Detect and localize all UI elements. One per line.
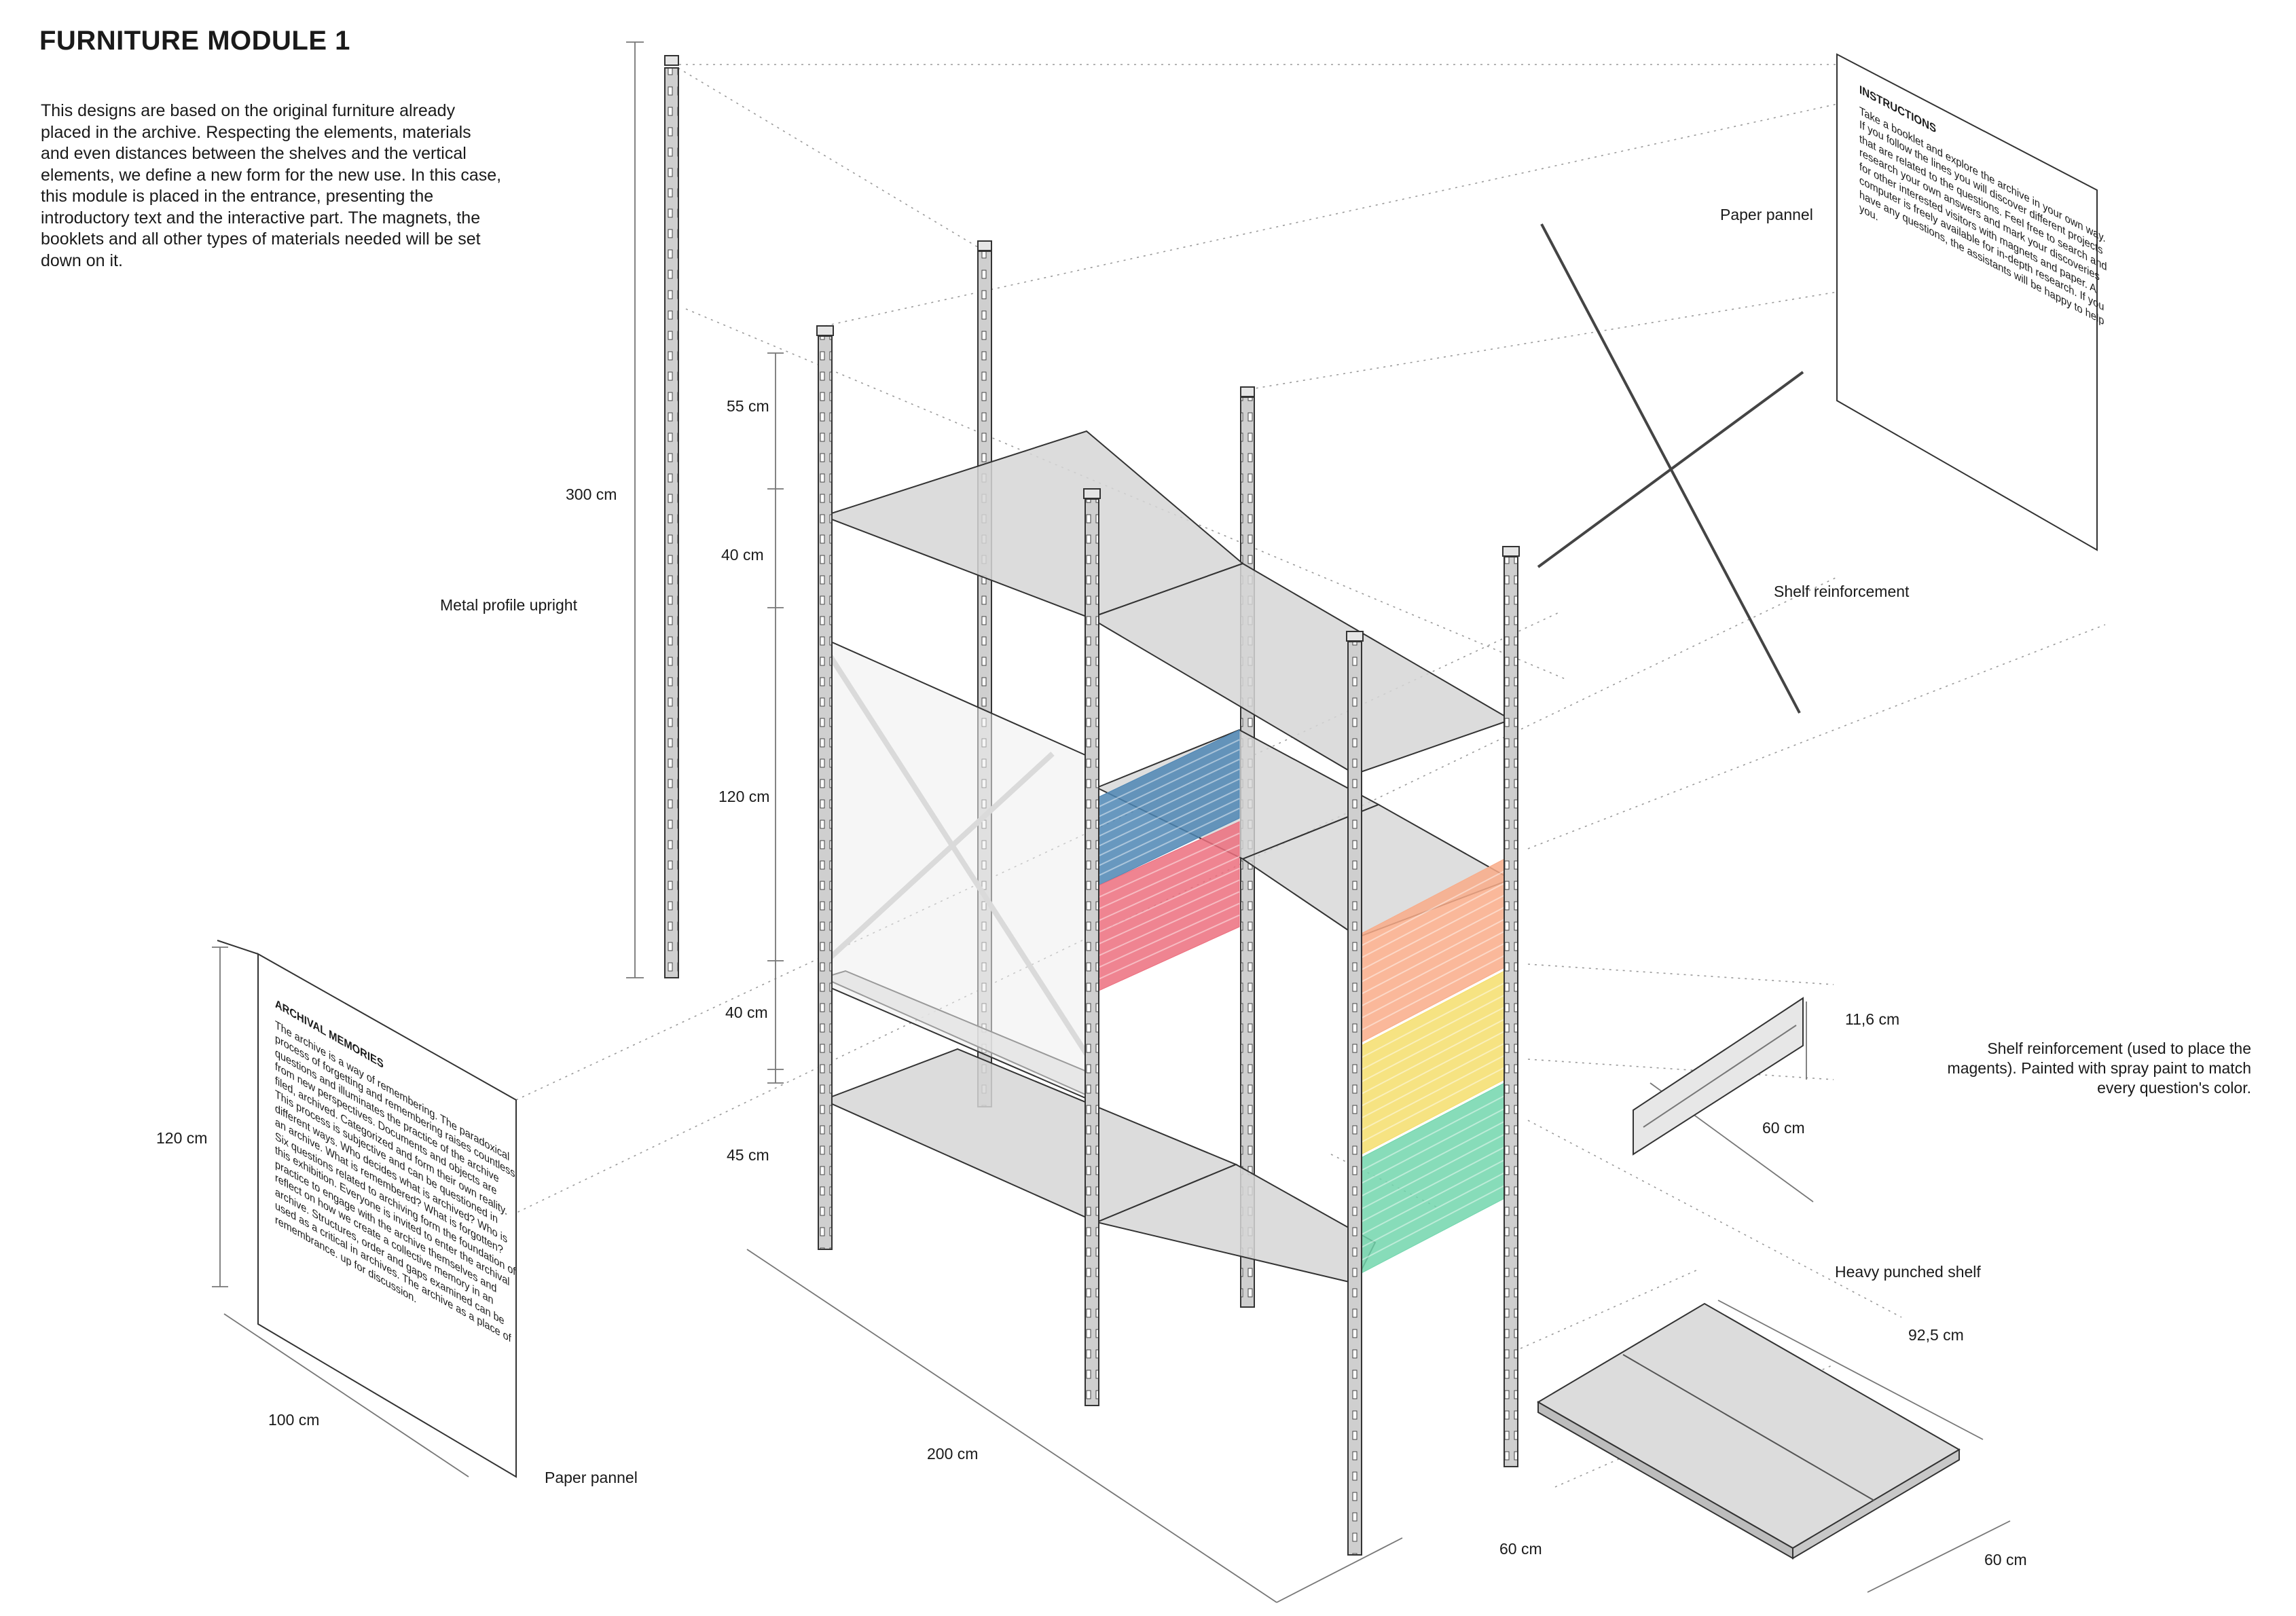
metal-profile-upright-detached	[664, 55, 679, 978]
orange-reinforcement-block-slat	[1354, 939, 1512, 1023]
blue-reinforcement-block-slat	[1089, 798, 1240, 871]
orange-reinforcement-block-slat	[1354, 891, 1512, 974]
dim-reinforcement-60cm: 60 cm	[1762, 1119, 1805, 1137]
green-reinforcement-block-slat	[1354, 1169, 1512, 1252]
page-title: FURNITURE MODULE 1	[39, 26, 350, 56]
dim-200cm: 200 cm	[927, 1445, 979, 1463]
green-reinforcement-block-slat	[1354, 1181, 1512, 1264]
blue-reinforcement-block-slat	[1089, 788, 1240, 861]
pink-reinforcement-block-slat	[1089, 832, 1240, 902]
orange-reinforcement-block-slat	[1354, 866, 1512, 950]
pink-reinforcement-block-slat	[1089, 891, 1240, 961]
label-paper-pannel-top: Paper pannel	[1720, 206, 1813, 223]
pink-reinforcement-block-slat	[1089, 844, 1240, 914]
yellow-reinforcement-block-slat	[1354, 1015, 1512, 1098]
archival-memories-box	[217, 940, 517, 1478]
pink-reinforcement-block-slat	[1089, 856, 1240, 925]
shelf-reinforcement-detail	[1633, 997, 1804, 1156]
shelving-frame	[816, 240, 1520, 1556]
dim-45cm: 45 cm	[727, 1146, 769, 1164]
dim-55cm: 55 cm	[727, 397, 769, 415]
pink-reinforcement-block-slat	[1089, 879, 1240, 949]
yellow-reinforcement-block-slat	[1354, 978, 1512, 1062]
dim-shelf-60cm: 60 cm	[1984, 1551, 2027, 1568]
dim-40cm-lower: 40 cm	[725, 1004, 768, 1021]
yellow-reinforcement-block-slat	[1354, 1063, 1512, 1147]
upright-front-right	[1347, 641, 1362, 1556]
green-reinforcement-block-slat	[1354, 1104, 1512, 1188]
label-heavy-punched-shelf: Heavy punched shelf	[1835, 1263, 1981, 1281]
yellow-reinforcement-block-slat	[1354, 1039, 1512, 1122]
yellow-reinforcement-block-slat	[1354, 991, 1512, 1074]
green-reinforcement-block-slat	[1354, 1143, 1512, 1226]
dim-panel-100cm: 100 cm	[268, 1411, 320, 1429]
pink-reinforcement-block-slat	[1089, 867, 1240, 937]
orange-reinforcement-block-slat	[1354, 927, 1512, 1010]
label-shelf-reinforcement-desc: Shelf reinforcement (used to place the m…	[1947, 1040, 2251, 1097]
label-metal-profile-upright: Metal profile upright	[440, 596, 577, 614]
blue-reinforcement-block-slat	[1089, 739, 1240, 812]
dim-panel-120cm: 120 cm	[156, 1129, 208, 1147]
upright-front-middle	[1085, 498, 1099, 1406]
heavy-punched-shelf	[1537, 1302, 1961, 1560]
blue-reinforcement-block-slat	[1089, 758, 1240, 832]
orange-reinforcement-block-slat	[1354, 915, 1512, 998]
intro-paragraph: This designs are based on the original f…	[41, 101, 502, 270]
yellow-reinforcement-block-slat	[1354, 1051, 1512, 1135]
label-shelf-reinforcement-top: Shelf reinforcement	[1774, 583, 1910, 600]
upright-rear-right	[1504, 556, 1518, 1467]
yellow-reinforcement-block-slat	[1354, 1003, 1512, 1086]
dim-reinforcement-11-6cm: 11,6 cm	[1845, 1010, 1900, 1028]
orange-reinforcement-block-slat	[1354, 903, 1512, 986]
green-reinforcement-block-slat	[1354, 1092, 1512, 1175]
instructions-box	[1836, 53, 2098, 551]
orange-reinforcement-block-slat	[1354, 879, 1512, 962]
blue-reinforcement-block-slat	[1089, 748, 1240, 822]
shelf-top-right	[1088, 562, 1513, 775]
shelf-reinforcement-rods	[1537, 223, 1804, 714]
yellow-reinforcement-block-slat	[1354, 1027, 1512, 1110]
pink-reinforcement-block-slat	[1089, 902, 1240, 972]
orange-reinforcement-block-slat	[1354, 951, 1512, 1035]
dim-120cm-middle: 120 cm	[718, 788, 770, 805]
coloured-reinforcement-group	[1089, 729, 1512, 1277]
dim-shelf-92-5cm: 92,5 cm	[1908, 1326, 1964, 1344]
blue-reinforcement-block-slat	[1089, 778, 1240, 851]
dimension-lines	[212, 41, 2011, 1603]
blue-reinforcement-block-slat	[1089, 768, 1240, 841]
dim-40cm-upper: 40 cm	[721, 546, 764, 564]
dim-frame-60cm: 60 cm	[1499, 1540, 1542, 1558]
green-reinforcement-block-slat	[1354, 1130, 1512, 1213]
green-reinforcement-block-slat	[1354, 1117, 1512, 1200]
blue-reinforcement-block-slat	[1089, 807, 1240, 881]
upright-front-left	[818, 335, 833, 1250]
label-paper-pannel-bottom: Paper pannel	[545, 1469, 638, 1486]
dim-300cm: 300 cm	[566, 485, 617, 503]
pink-reinforcement-block-slat	[1089, 914, 1240, 984]
green-reinforcement-block-slat	[1354, 1156, 1512, 1239]
